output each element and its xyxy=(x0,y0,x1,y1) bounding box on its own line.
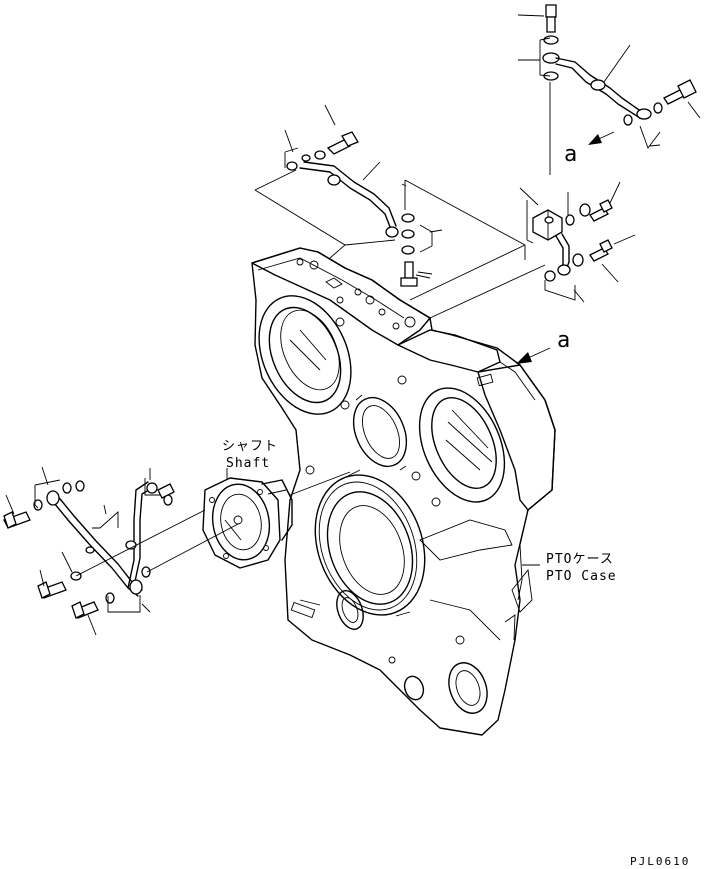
pto-case-label-jp: PTOケース xyxy=(546,552,614,567)
drawing-code: PJL0610 xyxy=(630,855,691,868)
view-arrow-a-label-case: a xyxy=(557,328,571,353)
shaft-label-jp: シャフト xyxy=(222,439,279,454)
left-tube-assembly xyxy=(3,466,239,636)
upper-right-tube-assembly xyxy=(516,4,701,364)
view-arrow-a-label-top: a xyxy=(564,142,578,167)
shaft-cover xyxy=(202,468,351,569)
pto-case-label-en: PTO Case xyxy=(546,569,617,584)
upper-left-tube-assembly xyxy=(254,104,546,319)
gear-case xyxy=(251,247,556,736)
shaft-label-en: Shaft xyxy=(226,456,271,471)
